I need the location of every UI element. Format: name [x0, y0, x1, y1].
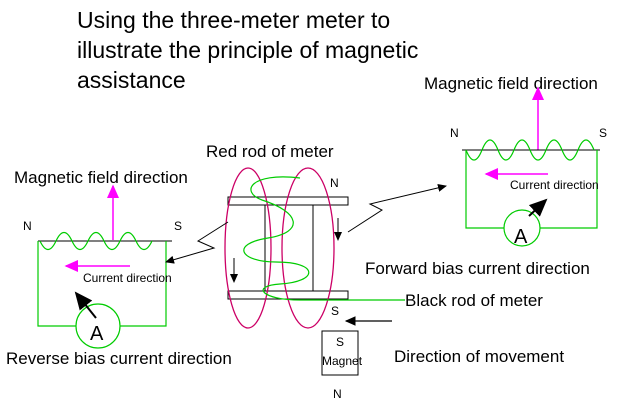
pole-n-right: N [450, 126, 459, 140]
ammeter-needle-right [528, 198, 548, 217]
zigzag-lead-right [347, 183, 447, 233]
ammeter-label-right: A [514, 226, 528, 248]
reverse-bias-label: Reverse bias current direction [6, 349, 232, 368]
field-direction-label-left: Magnetic field direction [14, 168, 188, 187]
pole-s-top: S [331, 304, 339, 318]
pole-n-left: N [23, 219, 32, 233]
wave-wire-left [39, 231, 153, 251]
magnet-pole-n: N [333, 387, 342, 401]
left-circuit: Magnetic field direction N S Current dir… [14, 168, 188, 349]
red-rod-label: Red rod of meter [206, 142, 334, 161]
ammeter-right [503, 209, 541, 247]
ammeter-label-left: A [90, 323, 104, 345]
forward-bias-label: Forward bias current direction [365, 259, 590, 278]
coil-loop-right [281, 167, 335, 329]
field-direction-label-right: Magnetic field direction [424, 74, 598, 93]
green-winding [243, 176, 405, 301]
movement-label: Direction of movement [394, 347, 564, 366]
magnet-label: Magnet [322, 354, 363, 368]
black-rod-label: Black rod of meter [405, 291, 543, 310]
circuit-wire-left [37, 241, 167, 327]
coil-assembly: Red rod of meter N Forward bias current … [6, 142, 590, 368]
pole-s-left: S [174, 219, 182, 233]
wave-wire-right [465, 139, 595, 161]
ammeter-left [75, 303, 121, 349]
ammeter-needle-left [74, 291, 97, 319]
zigzag-lead-left [165, 221, 229, 264]
magnet-group: S S Magnet N Direction of movement [321, 304, 564, 401]
title-line-2: illustrate the principle of magnetic [77, 37, 418, 63]
circuit-wire-right [465, 150, 598, 229]
magnet-pole-s: S [336, 335, 344, 349]
pole-n-coil: N [330, 176, 339, 190]
current-label-left: Current direction [83, 271, 172, 285]
magnet-box [321, 330, 359, 376]
current-label-right: Current direction [510, 178, 599, 192]
pole-s-right: S [599, 126, 607, 140]
title-line-3: assistance [77, 67, 186, 93]
title-line-1: Using the three-meter meter to [77, 7, 390, 33]
coil-loop-left [224, 167, 272, 329]
right-circuit: Magnetic field direction N S Current dir… [424, 74, 607, 248]
title-block: Using the three-meter meter to illustrat… [77, 7, 418, 93]
